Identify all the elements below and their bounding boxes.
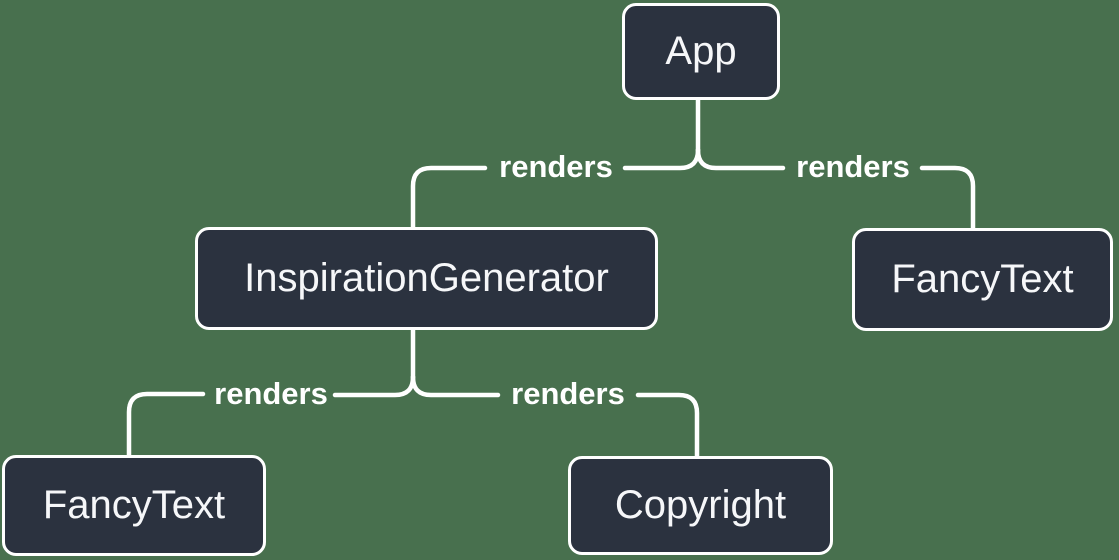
edge-inspirationgenerator-to-copyright: [635, 392, 700, 459]
edge-app-fork-right: [695, 147, 786, 171]
edge-label-renders-1: renders: [499, 149, 613, 184]
node-fancy-text-right: FancyText: [852, 228, 1113, 331]
node-fancy-text-left-label: FancyText: [42, 483, 226, 527]
edge-inspirationgenerator-to-fancytext: [126, 391, 206, 458]
edge-label-renders-4: renders: [511, 376, 625, 411]
edge-app-fork-left: [622, 147, 701, 171]
node-inspiration-generator: InspirationGenerator: [195, 227, 658, 330]
node-fancy-text-left: FancyText: [2, 455, 266, 556]
edge-app-to-inspirationgenerator: [410, 165, 488, 230]
edge-inspirationgenerator-fork-right: [410, 374, 501, 398]
node-copyright-label: Copyright: [614, 483, 787, 527]
edge-app-to-fancytext: [919, 165, 976, 231]
node-copyright: Copyright: [568, 456, 833, 555]
node-inspiration-generator-label: InspirationGenerator: [244, 256, 609, 300]
edge-label-renders-3: renders: [214, 376, 328, 411]
node-fancy-text-right-label: FancyText: [891, 257, 1074, 301]
node-app: App: [622, 3, 780, 100]
edge-inspirationgenerator-fork-left: [332, 374, 416, 398]
node-app-label: App: [665, 29, 737, 73]
edge-label-renders-2: renders: [796, 149, 910, 184]
